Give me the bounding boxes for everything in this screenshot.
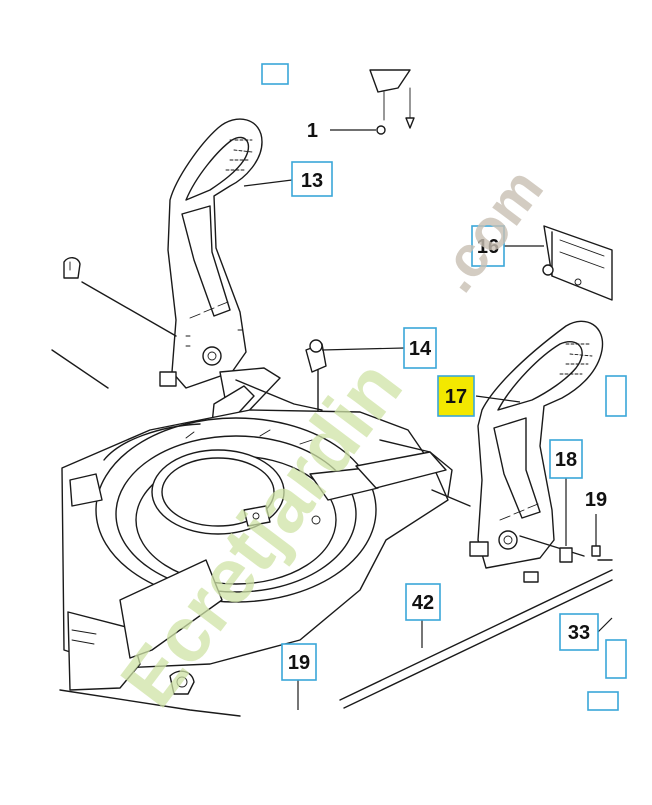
deck-side-rail: [59, 559, 241, 717]
top-right-bracket: [542, 225, 613, 301]
callout-box-42: [405, 583, 441, 621]
top-partial-callout-box: [261, 63, 289, 85]
right-edge-partial-callouts: [587, 375, 627, 711]
right-handle-bracket: [469, 320, 604, 569]
screw-small: [405, 117, 415, 129]
callout-19: 19: [288, 652, 310, 674]
left-mounting-parts: [51, 257, 177, 389]
partial-callout-box-right-2: [605, 639, 627, 679]
partial-callout-box-right-3: [587, 691, 619, 711]
top-bracket-part: [369, 69, 411, 93]
bolt-part-18: [559, 547, 573, 563]
callout-box-13: [291, 161, 333, 197]
callout-box-16: [471, 225, 505, 267]
callout-13: 13: [301, 170, 323, 192]
callout-18: 18: [555, 449, 577, 471]
callout-19-right: 19: [585, 489, 607, 511]
watermark-domain-text: .com: [422, 157, 555, 304]
washer-part-19: [591, 545, 601, 557]
callout-33: 33: [568, 622, 590, 644]
callout-box-14: [403, 327, 437, 369]
callout-box-18: [549, 439, 583, 479]
left-handle-bracket: [159, 118, 263, 389]
callout-box-17-highlighted: [437, 375, 475, 417]
partial-callout-box-right-1: [605, 375, 627, 417]
right-axle-parts: [339, 489, 613, 709]
rod-part-42: [339, 569, 613, 701]
callout-14: 14: [409, 338, 432, 360]
callout-box-19: [281, 643, 317, 681]
callout-17: 17: [445, 386, 467, 408]
callout-1: 1: [307, 120, 318, 142]
callout-labels: 1 13 16 14 17 18 19 19 42 33: [281, 120, 607, 681]
callout-16: 16: [477, 236, 499, 258]
callout-box-33: [559, 613, 599, 651]
nut-part-1: [376, 125, 386, 135]
callout-42: 42: [412, 592, 434, 614]
wheel-bushing: [169, 670, 195, 695]
top-partial-parts: [261, 63, 415, 135]
